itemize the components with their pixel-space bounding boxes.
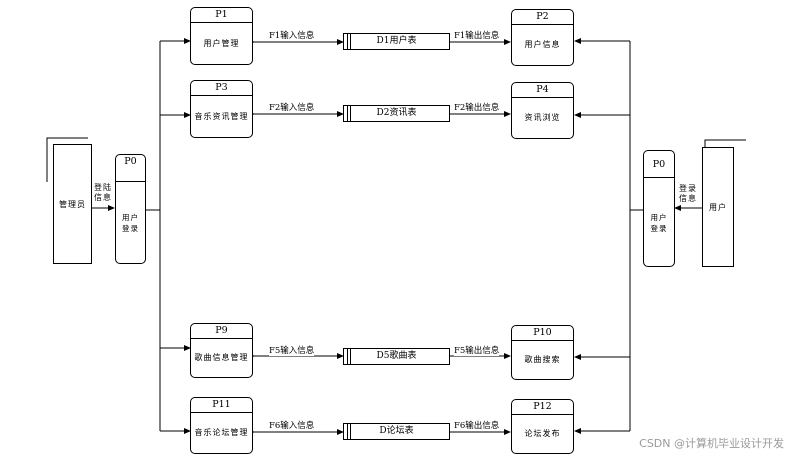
flow-label-f1-in: F1输入信息	[269, 31, 315, 41]
process-divider	[512, 97, 573, 98]
process-p11-id: P11	[212, 399, 231, 410]
process-p9: P9 歌曲信息管理	[190, 323, 253, 378]
datastore-bar	[347, 349, 348, 364]
process-p4: P4 资讯浏览	[511, 82, 574, 139]
flow-label-f5-in: F5输入信息	[269, 346, 315, 356]
datastore-d1-label: D1用户表	[376, 36, 417, 46]
flow-label-f2-in: F2输入信息	[269, 103, 315, 113]
process-p1-name: 用户管理	[203, 38, 240, 48]
process-divider	[644, 177, 674, 178]
process-divider	[512, 340, 573, 341]
datastore-d5: D5歌曲表	[343, 348, 450, 365]
process-p0-right-id: P0	[652, 159, 666, 170]
flow-label-f1-out: F1输出信息	[454, 31, 500, 41]
flow-label-f6-in: F6输入信息	[269, 421, 315, 431]
process-divider	[512, 24, 573, 25]
datastore-bar	[350, 34, 351, 49]
process-divider	[512, 414, 573, 415]
process-divider	[191, 412, 252, 413]
process-p0-right: P0 用户登录	[643, 150, 675, 267]
flow-label-f2-out: F2输出信息	[454, 103, 500, 113]
process-p2: P2 用户信息	[511, 9, 574, 66]
datastore-forum: D论坛表	[343, 423, 450, 440]
datastore-bar	[347, 106, 348, 121]
process-p3-name: 音乐资讯管理	[194, 111, 249, 121]
datastore-bar	[347, 424, 348, 439]
process-p3: P3 音乐资讯管理	[190, 80, 253, 138]
process-divider	[191, 95, 252, 96]
datastore-forum-label: D论坛表	[379, 426, 414, 436]
process-p4-id: P4	[536, 84, 549, 95]
process-p12: P12 论坛发布	[511, 399, 574, 454]
process-divider	[191, 338, 252, 339]
flow-label-f6-out: F6输出信息	[454, 421, 500, 431]
datastore-bar	[347, 34, 348, 49]
process-p10-id: P10	[533, 327, 552, 338]
datastore-d5-label: D5歌曲表	[376, 351, 417, 361]
user-login-flow-label: 登录信息	[679, 184, 697, 203]
process-p12-name: 论坛发布	[524, 429, 561, 438]
process-p10: P10 歌曲搜索	[511, 325, 574, 380]
process-p0-left: P0 用户登录	[115, 154, 146, 264]
process-p0-left-name: 用户登录	[122, 213, 139, 233]
process-divider	[191, 22, 252, 23]
flow-label-f5-out: F5输出信息	[454, 346, 500, 356]
process-p10-name: 歌曲搜索	[524, 355, 561, 364]
datastore-d2-label: D2资讯表	[376, 108, 417, 118]
watermark: CSDN @计算机毕业设计开发	[639, 437, 784, 450]
process-p2-name: 用户信息	[524, 40, 561, 49]
process-p9-id: P9	[215, 325, 228, 336]
process-divider	[116, 181, 145, 182]
process-p1: P1 用户管理	[190, 7, 253, 65]
process-p11-name: 音乐论坛管理	[194, 428, 249, 437]
admin-entity-label: 管理员	[59, 199, 86, 209]
process-p2-id: P2	[536, 11, 549, 22]
datastore-d2: D2资讯表	[343, 105, 450, 122]
datastore-bar	[350, 424, 351, 439]
datastore-bar	[350, 106, 351, 121]
user-entity: 用户	[702, 147, 734, 267]
process-p9-name: 歌曲信息管理	[194, 353, 249, 362]
user-entity-label: 用户	[709, 202, 727, 212]
datastore-bar	[350, 349, 351, 364]
process-p11: P11 音乐论坛管理	[190, 397, 253, 454]
datastore-d1: D1用户表	[343, 33, 450, 50]
process-p4-name: 资讯浏览	[524, 113, 561, 122]
admin-login-flow-label: 登陆信息	[94, 183, 112, 202]
process-p1-id: P1	[215, 9, 228, 20]
process-p12-id: P12	[533, 401, 552, 412]
process-p0-right-name: 用户登录	[650, 212, 668, 233]
process-p0-left-id: P0	[124, 156, 137, 167]
process-p3-id: P3	[215, 82, 228, 93]
admin-entity: 管理员	[53, 144, 92, 264]
